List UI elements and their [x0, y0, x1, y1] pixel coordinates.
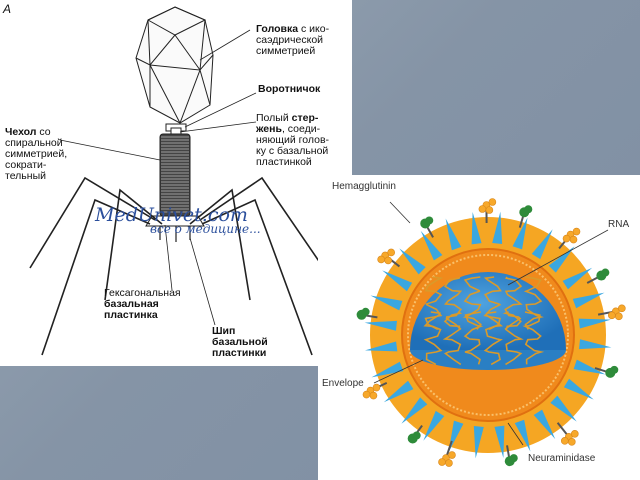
virus-rna-strands: [423, 276, 545, 366]
phage-drawing: [29, 6, 326, 356]
rna-strand: [522, 311, 545, 365]
hemagglutinin-spike: [548, 246, 575, 273]
rna-strand: [504, 276, 523, 331]
neuraminidase-proteins: [356, 205, 619, 467]
sheath-label: Чехол со спиральной симметрией, сократи-…: [5, 126, 68, 183]
core-label: Полый стер- жень, соеди- няющий голов- к…: [256, 112, 330, 169]
protein-cluster-bead: [362, 390, 371, 399]
phage-sheath: [159, 133, 191, 217]
hemagglutinin-spike: [423, 410, 445, 441]
hemagglutinin-spike: [445, 218, 462, 251]
hemagglutinin-spike: [494, 425, 505, 459]
spike-label: Шип базальной пластинки: [212, 325, 268, 360]
rna-strand: [463, 311, 484, 365]
head-label-rest: с ико- саэдрической симметрией: [256, 23, 330, 58]
rna-strand: [442, 311, 463, 366]
rna-strand: [483, 276, 502, 331]
influenza-drawing: [356, 198, 626, 467]
protein-cluster-bead: [438, 458, 446, 466]
protein-cluster-bead: [562, 234, 571, 243]
head-label-bold: Головка: [256, 23, 299, 35]
hemagglutinin-spike: [401, 397, 428, 424]
protein-cluster-bead: [608, 311, 616, 320]
protein-cluster-bead: [384, 256, 392, 265]
hemagglutinin-spike: [448, 420, 464, 453]
hemagglutinin-spike: [531, 229, 553, 260]
virus-leader-lines: [373, 201, 609, 446]
collar-label: Воротничок: [258, 83, 321, 95]
rna-strand: [424, 276, 444, 331]
hemagglutinin-spike: [579, 339, 612, 350]
protein-cluster-bead: [372, 383, 381, 392]
protein-cluster-bead: [572, 227, 581, 236]
baseplate-label: Гексагональная базальная пластинка: [104, 287, 181, 322]
rna-label: RNA: [608, 219, 630, 230]
protein-cluster-bead: [615, 312, 623, 321]
protein-cluster-bead: [571, 430, 579, 438]
hemagglutinin-spike: [371, 361, 404, 378]
hemagglutinin-spike: [364, 341, 398, 352]
hemagglutinin-spike: [492, 211, 503, 244]
phage-spikes: [159, 226, 191, 242]
hemagglutinin-spike: [578, 318, 612, 329]
rna-strand: [443, 276, 463, 330]
rna-strand: [462, 276, 482, 330]
hemagglutinin-spike: [512, 217, 528, 250]
protein-cluster-bead: [387, 248, 395, 257]
hemagglutinin-spike: [533, 409, 556, 440]
protein-cluster-bead: [369, 391, 378, 400]
core-label-rest: , соеди- няющий голов- ку с базальной пл…: [256, 123, 330, 169]
protein-cluster-bead: [448, 451, 456, 459]
core-label-pre: Полый: [256, 112, 292, 124]
protein-clusters: [362, 198, 626, 467]
watermark-tagline: все о медицине...: [150, 222, 261, 236]
panel-letter: A: [3, 2, 12, 16]
protein-cluster-bead: [377, 255, 385, 264]
hemagglutinin-spike: [473, 426, 484, 459]
hemagglutinin-spike: [573, 359, 606, 375]
protein-cluster-bead: [445, 459, 453, 467]
hemagglutinin-spike: [370, 295, 403, 311]
phage-leader-lines: [59, 29, 257, 326]
hemagglutinin-spike: [471, 211, 482, 245]
hemagglutinin-spike: [562, 267, 593, 290]
hemagglutinin-spike: [572, 292, 605, 309]
head-label: Головка с ико- саэдрической симметрией: [256, 23, 330, 58]
envelope-label: Envelope: [322, 378, 364, 389]
hemagglutinin-spike: [382, 270, 413, 292]
hemagglutinin-spike: [514, 419, 531, 452]
hemagglutinin-spike: [383, 380, 414, 403]
neuraminidase-label: Neuraminidase: [528, 453, 596, 464]
hemagglutinin-spikes: [364, 211, 612, 459]
rna-strand: [423, 311, 443, 366]
influenza-diagram-panel: Hemagglutinin RNA Envelope Neuraminidase: [318, 175, 640, 480]
phage-diagram-panel: A Головка с ико- саэдрической симметрией…: [0, 0, 352, 366]
hemagglutinin-spike: [563, 378, 594, 400]
protein-cluster-bead: [488, 198, 497, 206]
hemagglutinin-spike: [550, 395, 577, 422]
hemagglutinin-spike: [420, 230, 443, 261]
protein-cluster-bead: [561, 437, 569, 445]
rna-strand: [523, 276, 544, 330]
protein-cluster-bead: [618, 304, 626, 313]
phage-tail-fibers: [29, 176, 326, 356]
protein-cluster-bead: [568, 438, 576, 446]
baseplate-label-pre: Гексагональная: [104, 287, 181, 299]
protein-cluster-bead: [478, 205, 487, 213]
watermark-site: MedUnivet.com: [95, 204, 248, 226]
protein-cluster-bead: [485, 206, 494, 214]
core-label-bold: стер- жень: [256, 112, 319, 136]
baseplate-label-bold: базальная пластинка: [104, 298, 159, 322]
phage-head: [135, 6, 214, 125]
hemagglutinin-spike: [364, 320, 397, 331]
hemagglutinin-spike: [399, 248, 426, 275]
hemagglutinin-label: Hemagglutinin: [332, 181, 396, 192]
rna-strand: [502, 311, 524, 366]
rna-strand: [483, 311, 504, 366]
protein-cluster-bead: [569, 235, 578, 244]
sheath-label-rest: со спиральной симметрией, сократи- тельн…: [5, 126, 68, 183]
sheath-label-bold: Чехол: [5, 126, 37, 138]
